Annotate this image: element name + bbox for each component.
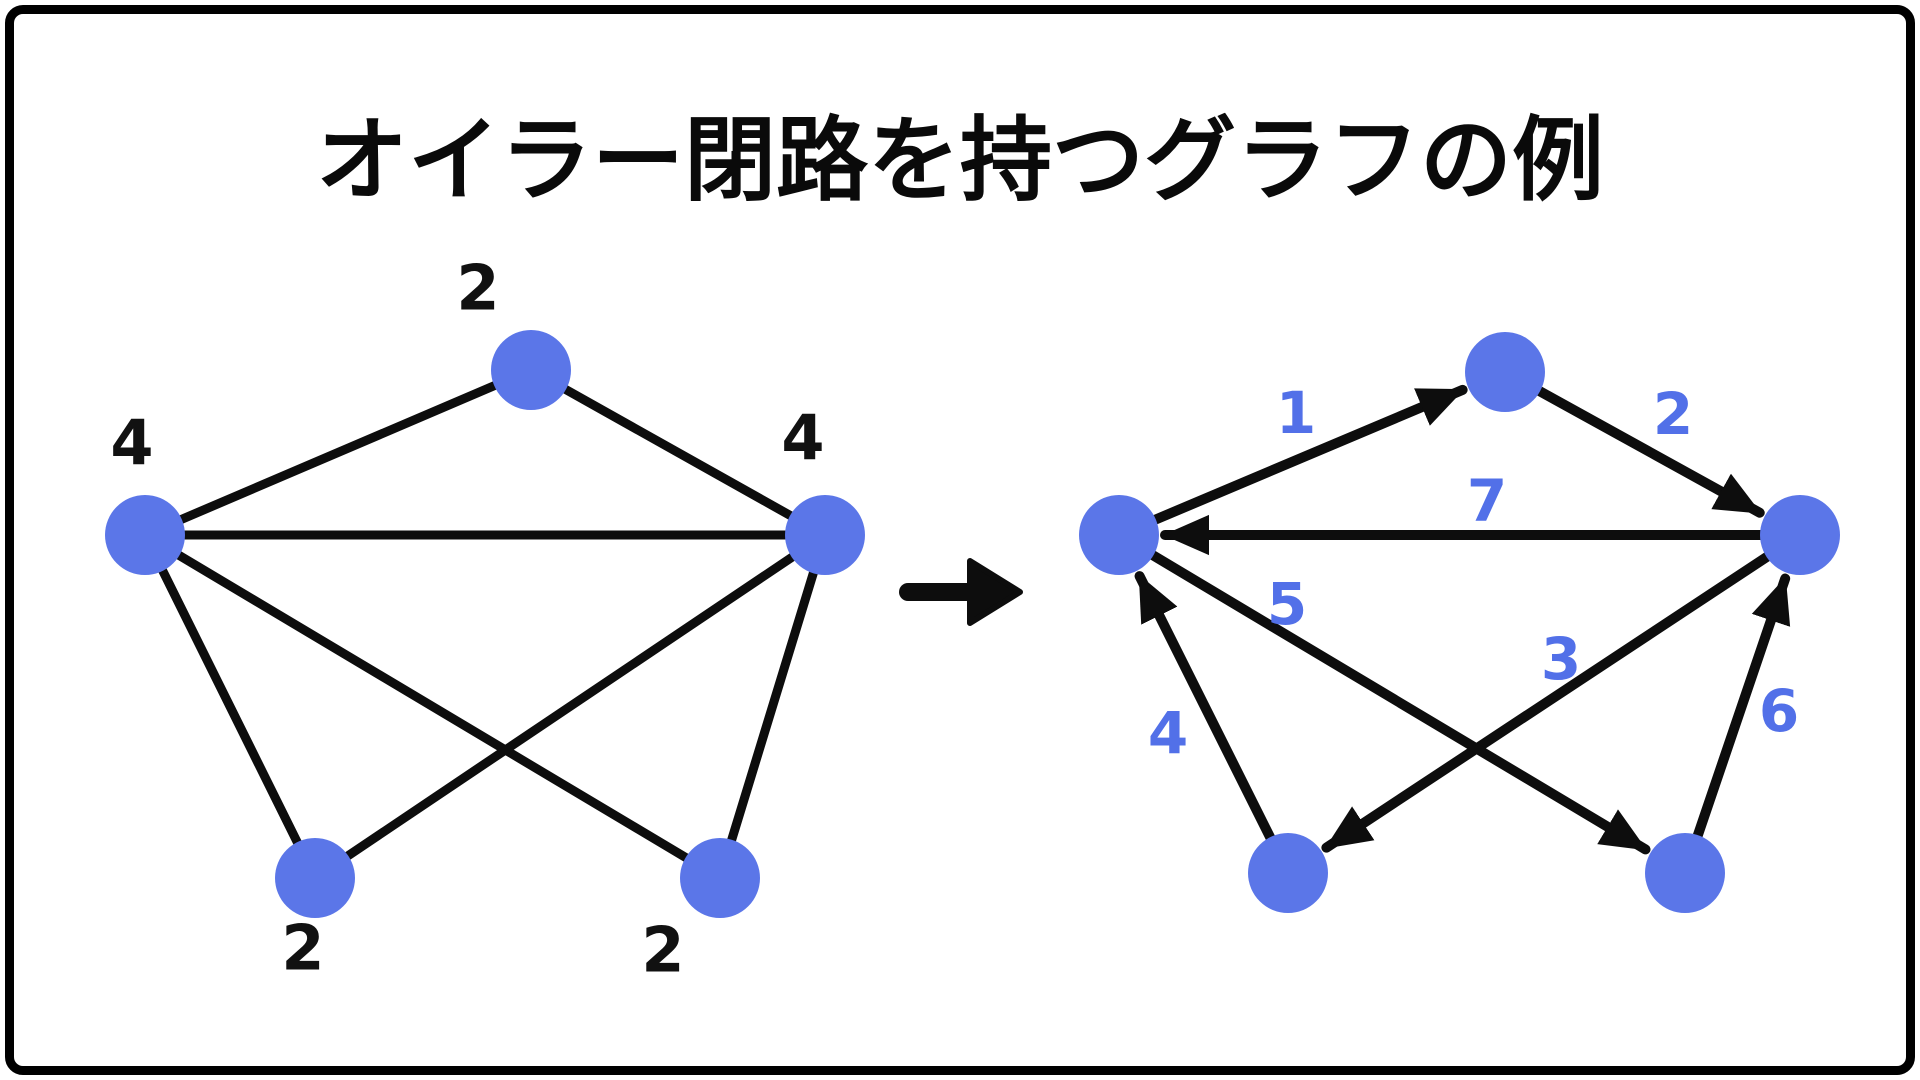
- canvas-frame: オイラー閉路を持つグラフの例 2 4 4 2 2 1 2 3 4 5 6 7: [5, 5, 1915, 1075]
- left-graph: 2 4 4 2 2: [105, 252, 865, 987]
- graph-edge: [140, 530, 320, 883]
- directed-edge: [1134, 571, 1293, 878]
- graph-node: [275, 838, 355, 918]
- transition-arrow-icon: [899, 558, 1023, 626]
- graph-node: [1465, 332, 1545, 412]
- directed-edge: [1500, 367, 1765, 518]
- degree-label: 2: [641, 914, 684, 987]
- graph-edge: [140, 365, 536, 540]
- graph-node: [1760, 495, 1840, 575]
- edge-order-label: 1: [1276, 379, 1316, 447]
- edge-order-label: 3: [1541, 625, 1581, 693]
- graph-node: [491, 330, 571, 410]
- graph-edge: [715, 530, 830, 883]
- edge-order-label: 7: [1467, 467, 1507, 535]
- degree-label: 2: [281, 912, 324, 985]
- directed-edge: [1321, 530, 1805, 853]
- graph-node: [1248, 833, 1328, 913]
- graph-edge: [310, 530, 830, 883]
- graph-node: [105, 495, 185, 575]
- graph-node: [1645, 833, 1725, 913]
- edge-order-label: 6: [1759, 677, 1799, 745]
- right-graph: 1 2 3 4 5 6 7: [1079, 332, 1840, 913]
- graph-node: [680, 838, 760, 918]
- transition-arrow-head: [967, 558, 1023, 626]
- graph-edge: [526, 365, 830, 540]
- graph-node: [1079, 495, 1159, 575]
- diagram-title: オイラー閉路を持つグラフの例: [315, 107, 1604, 214]
- edge-order-label: 2: [1653, 380, 1693, 448]
- degree-label: 4: [110, 407, 153, 480]
- graph-node: [785, 495, 865, 575]
- edge-order-label: 4: [1148, 699, 1188, 767]
- directed-edge: [1114, 530, 1651, 855]
- directed-edge: [1680, 573, 1791, 878]
- directed-edge: [1114, 384, 1468, 540]
- degree-label: 2: [456, 252, 499, 325]
- edge-order-label: 5: [1267, 570, 1307, 638]
- graph-edge: [140, 530, 725, 883]
- degree-label: 4: [781, 402, 824, 475]
